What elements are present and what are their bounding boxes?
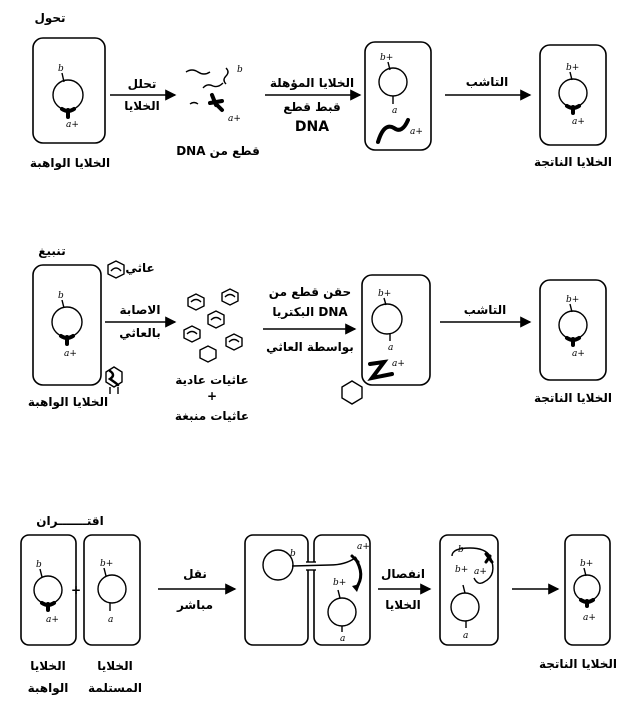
normal-phages-label: عاثيات عادية <box>175 373 249 387</box>
result-gene-b-plus: b+ <box>566 295 579 305</box>
gene-b: b <box>58 64 64 74</box>
recipient-cell <box>361 274 431 386</box>
gene-b-plus: b+ <box>378 289 391 299</box>
gene-a: a <box>392 106 397 116</box>
injection-label-top2: DNA البكتريا <box>272 305 348 319</box>
injection-label-top1: حقن قطع من <box>269 285 351 299</box>
transformation-section: تحول b a+ الخلايا الواهبة تحلل الخلايا b… <box>30 11 612 171</box>
lysis-label-bottom: الخلايا <box>124 99 159 113</box>
result-cell <box>539 279 607 381</box>
dna-fragments: b a+ <box>185 65 243 124</box>
result-cell <box>564 534 611 646</box>
incoming-dna <box>376 118 410 144</box>
donor-cell <box>20 534 77 646</box>
transduction-title: تنبيغ <box>38 244 65 258</box>
gene-a: a <box>108 615 113 625</box>
donor-cells-label: الخلايا الواهبة <box>30 156 110 171</box>
separation-label-top: انفصال <box>381 567 425 581</box>
result-gene-b-plus: b+ <box>580 559 593 569</box>
gene-b-plus: b+ <box>100 559 113 569</box>
gene-a-plus: a+ <box>46 615 59 625</box>
gene-b: b <box>58 291 64 301</box>
exogenote-gene-b: b <box>458 545 464 555</box>
incoming-gene-a-plus: a+ <box>410 127 423 137</box>
recipient-gene-b-plus: b+ <box>333 578 346 588</box>
injection-label-bottom: بواسطة العاثي <box>266 340 354 355</box>
recipient-label-line2: المستلمة <box>88 681 142 695</box>
gene-b: b <box>36 560 42 570</box>
transduction-section: تنبيغ b a+ عاثي الخلايا الواهبة الاصابة … <box>28 244 612 423</box>
result-cell <box>539 44 607 146</box>
gene-a-plus: a+ <box>66 120 79 130</box>
phage-cluster <box>183 288 243 363</box>
recombination-label: التاشب <box>464 303 507 317</box>
phage-icon <box>107 260 125 279</box>
result-cells-label: الخلايا الناتجة <box>534 155 612 169</box>
infection-label-bottom: بالعاثي <box>119 326 160 340</box>
transfer-label-bottom: مباشر <box>176 598 213 612</box>
result-cells-label: الخلايا الناتجة <box>534 391 612 405</box>
recombination-label: التاشب <box>466 75 509 89</box>
dna-fragments-label: قطع من DNA <box>176 144 260 158</box>
transformation-title: تحول <box>34 11 65 26</box>
conjugation-section: اقتـــــــران b a+ + b+ a الخلايا الواهب… <box>20 514 617 696</box>
donor-label-line1: الخلايا <box>30 659 65 673</box>
recipient-cell <box>83 534 141 646</box>
donor-cells-label: الخلايا الواهبة <box>28 395 108 410</box>
injected-dna <box>367 359 394 381</box>
mating-pair: b a+ b+ a <box>244 534 371 646</box>
result-gene-a-plus: a+ <box>572 349 585 359</box>
separation-label-bottom: الخلايا <box>385 598 420 612</box>
recipient-label-line1: الخلايا <box>97 659 132 673</box>
injected-gene-a-plus: a+ <box>392 359 405 369</box>
donor-label-line2: الواهبة <box>28 681 69 696</box>
result-gene-a-plus: a+ <box>572 117 585 127</box>
transducing-phage-icon <box>105 366 123 394</box>
uptake-label-bottom2: DNA <box>295 119 329 135</box>
uptake-label-bottom1: قبط قطع <box>283 100 341 114</box>
gene-b-plus: b+ <box>455 565 468 575</box>
transferred-gene-a-plus: a+ <box>357 542 370 552</box>
gene-a-plus: a+ <box>474 567 487 577</box>
conjugation-title: اقتـــــــران <box>36 514 103 528</box>
phage-label: عاثي <box>125 261 154 275</box>
plus-sign: + <box>71 583 81 597</box>
donor-gene-b: b <box>290 549 296 559</box>
competent-cell <box>364 41 432 151</box>
uptake-label-top: الخلايا المؤهلة <box>270 76 354 91</box>
donor-cell <box>32 37 106 144</box>
gene-a: a <box>463 631 468 641</box>
attached-phage-icon <box>341 380 363 405</box>
gene-a: a <box>388 343 393 353</box>
result-cells-label: الخلايا الناتجة <box>539 657 617 671</box>
recombinant-cell <box>439 534 499 646</box>
a-plus-gene <box>60 107 76 119</box>
recipient-gene-a: a <box>340 634 345 644</box>
gene-b-plus: b+ <box>380 53 393 63</box>
gene-a-plus: a+ <box>64 349 77 359</box>
plus-sign: + <box>207 389 217 403</box>
donor-cell <box>32 264 102 386</box>
fragment-gene-a-plus: a+ <box>228 114 241 124</box>
fragment-gene-b: b <box>237 65 243 75</box>
transducing-phages-label: عاثيات منبغة <box>175 409 249 423</box>
transfer-label-top: نقل <box>183 567 207 581</box>
infection-label-top: الاصابة <box>120 303 161 317</box>
result-gene-b-plus: b+ <box>566 63 579 73</box>
lysis-label-top: تحلل <box>128 77 157 91</box>
result-gene-a-plus: a+ <box>583 613 596 623</box>
